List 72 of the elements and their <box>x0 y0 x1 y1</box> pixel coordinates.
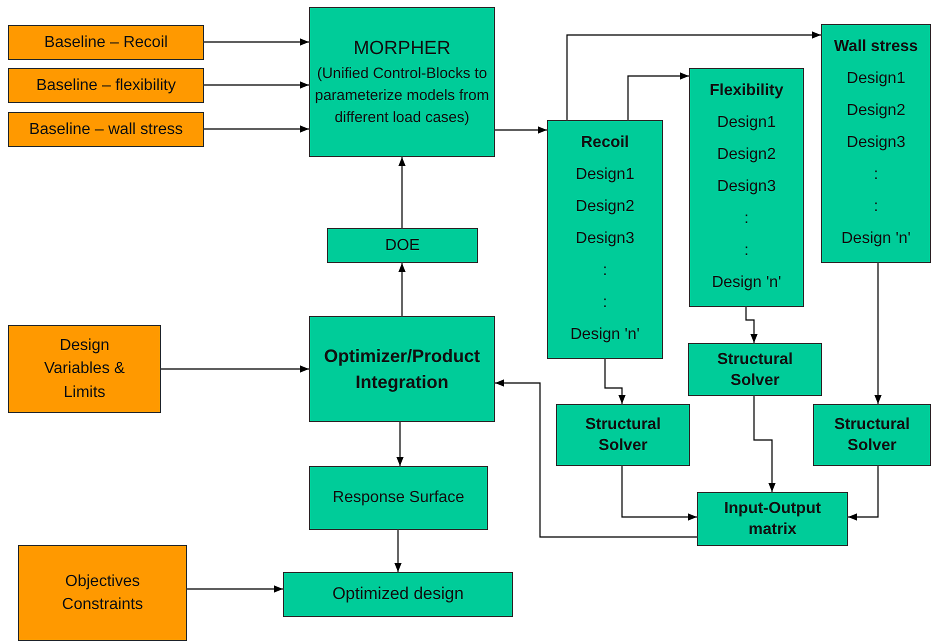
node-label: DOE <box>385 236 420 256</box>
arrow <box>161 365 309 373</box>
item-text: Design 'n' <box>570 325 640 345</box>
process-box <box>697 492 848 546</box>
process-box <box>547 120 663 359</box>
node-label: Optimizer/Product Integration <box>322 344 481 394</box>
arrow <box>621 466 697 521</box>
item-text: Design2 <box>576 197 634 217</box>
item-text: : <box>874 197 878 217</box>
item-text: : <box>744 241 749 261</box>
arrow <box>604 359 626 404</box>
item-text: : <box>602 293 608 313</box>
item-text: Design 'n' <box>712 273 782 293</box>
node-label: Flexibility <box>710 81 784 101</box>
process-box <box>688 343 822 396</box>
input-box <box>8 112 204 147</box>
arrow <box>848 466 879 521</box>
process-box <box>327 228 478 263</box>
arrow <box>753 396 776 492</box>
arrow <box>495 126 547 134</box>
node-label: Wall stress <box>834 37 918 57</box>
node-label: Design Variables & Limits <box>43 336 126 403</box>
node-label: Input-Output matrix <box>723 499 822 540</box>
input-box <box>8 325 161 413</box>
item-text: Design2 <box>717 145 776 165</box>
node-label: MORPHER <box>353 37 451 62</box>
item-text: Design 'n' <box>841 229 911 249</box>
arrow <box>394 530 402 572</box>
node-label: Objectives Constraints <box>61 572 144 615</box>
process-box <box>283 572 513 617</box>
node-label: Baseline – wall stress <box>29 120 183 140</box>
item-text: (Unified Control-Blocks to parameterize models from different load cases) <box>314 64 490 128</box>
item-text: Design3 <box>717 177 776 197</box>
item-text: Design3 <box>846 133 906 153</box>
node-label: Recoil <box>580 133 629 153</box>
input-box <box>18 545 187 641</box>
node-label: Optimized design <box>332 583 464 606</box>
item-text: : <box>602 261 608 281</box>
item-text: Design2 <box>846 101 906 121</box>
input-box <box>8 68 204 103</box>
process-box <box>689 68 804 307</box>
process-box <box>309 316 495 422</box>
arrow <box>495 379 697 538</box>
process-box <box>309 7 495 157</box>
arrow <box>745 307 758 343</box>
node-label: Baseline – Recoil <box>44 32 168 53</box>
node-label: Structural Solver <box>833 415 911 456</box>
input-box <box>8 25 204 60</box>
process-box <box>556 404 690 466</box>
item-text: Design1 <box>717 113 776 133</box>
arrow <box>204 38 309 46</box>
arrow <box>627 72 689 120</box>
node-label: Baseline – flexibility <box>36 76 176 96</box>
arrow <box>204 81 309 89</box>
item-text: : <box>744 209 749 229</box>
item-text: : <box>874 165 878 185</box>
arrow <box>187 585 283 593</box>
arrow <box>204 125 309 133</box>
item-text: Design3 <box>576 229 634 249</box>
item-text: Design1 <box>576 165 634 185</box>
node-label: Structural Solver <box>716 350 794 390</box>
arrow <box>396 422 404 466</box>
item-text: Design1 <box>846 69 906 89</box>
arrow <box>398 157 406 228</box>
arrow <box>566 31 821 120</box>
process-box <box>309 466 488 530</box>
arrow <box>874 263 882 404</box>
node-label: Structural Solver <box>584 415 662 456</box>
node-label: Response Surface <box>332 488 464 508</box>
process-box <box>821 24 931 263</box>
arrow <box>398 263 406 316</box>
process-box <box>813 404 931 466</box>
